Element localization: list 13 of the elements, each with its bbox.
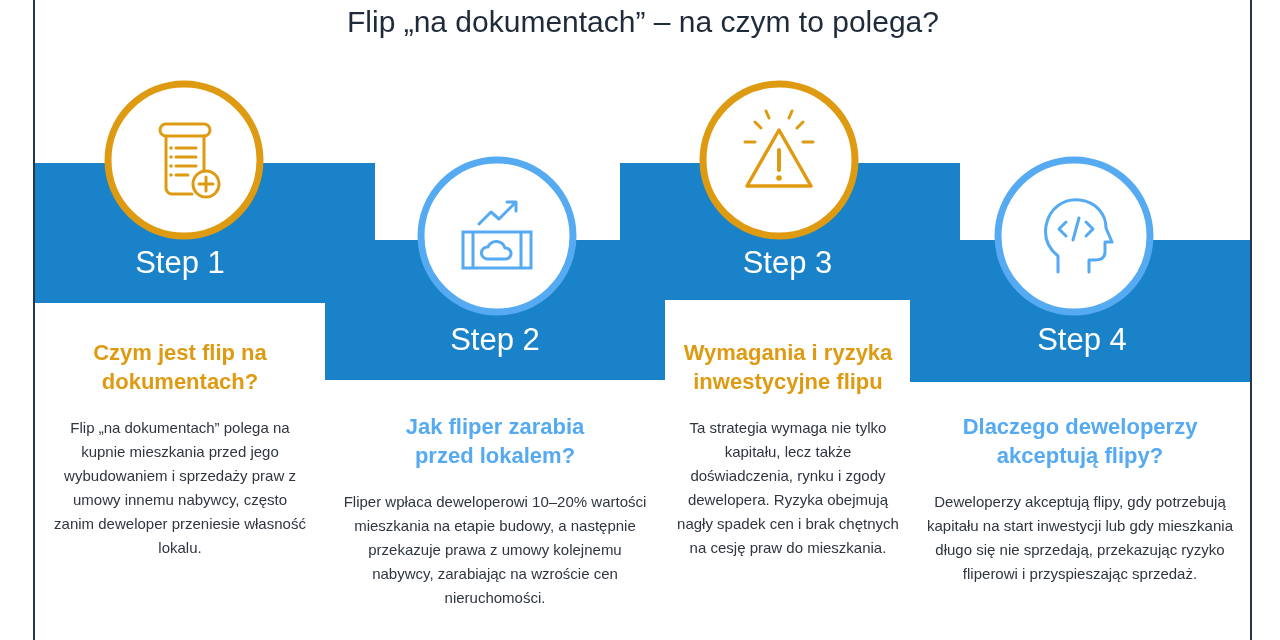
step-label: Step 2	[449, 322, 541, 358]
step-label: Step 4	[1036, 322, 1128, 358]
step-description: Deweloperzy akceptują flipy, gdy potrzebują kapitału na start inwestycji lub gdy mieszkania długo się nie sprzedają, przekazując ryzyko fliperowi i przyspieszając sprzedaż.	[926, 492, 1234, 584]
step-heading: Jak fliper zarabia przed lokalem?	[404, 413, 586, 470]
title: Flip „na dokumentach” – na czym to polega?	[346, 4, 940, 40]
step-heading: Dlaczego deweloperzy akceptują flipy?	[961, 413, 1199, 470]
step-label: Step 1	[134, 245, 226, 281]
step-label: Step 3	[741, 245, 834, 281]
step-description: Flip „na dokumentach” polega na kupnie mieszkania przed jego wybudowaniem i sprzedaży praw z umowy innemu nabywcy, często zanim deweloper przeniesie własność lokalu.	[53, 418, 307, 558]
step-heading: Wymagania i ryzyka inwestycyjne flipu	[682, 339, 894, 396]
step-description: Fliper wpłaca deweloperowi 10–20% wartości mieszkania na etapie budowy, a następnie przekazuje prawa z umowy kolejnemu nabywcy, zarabiając na wzroście cen nieruchomości.	[342, 492, 648, 608]
step-heading: Czym jest flip na dokumentach?	[92, 339, 268, 396]
step-description: Ta strategia wymaga nie tylko kapitału, lecz także doświadczenia, rynku i zgody dewelopera. Ryzyka obejmują nagły spadek cen i brak chętnych na cesję praw do mieszkania.	[676, 418, 900, 558]
